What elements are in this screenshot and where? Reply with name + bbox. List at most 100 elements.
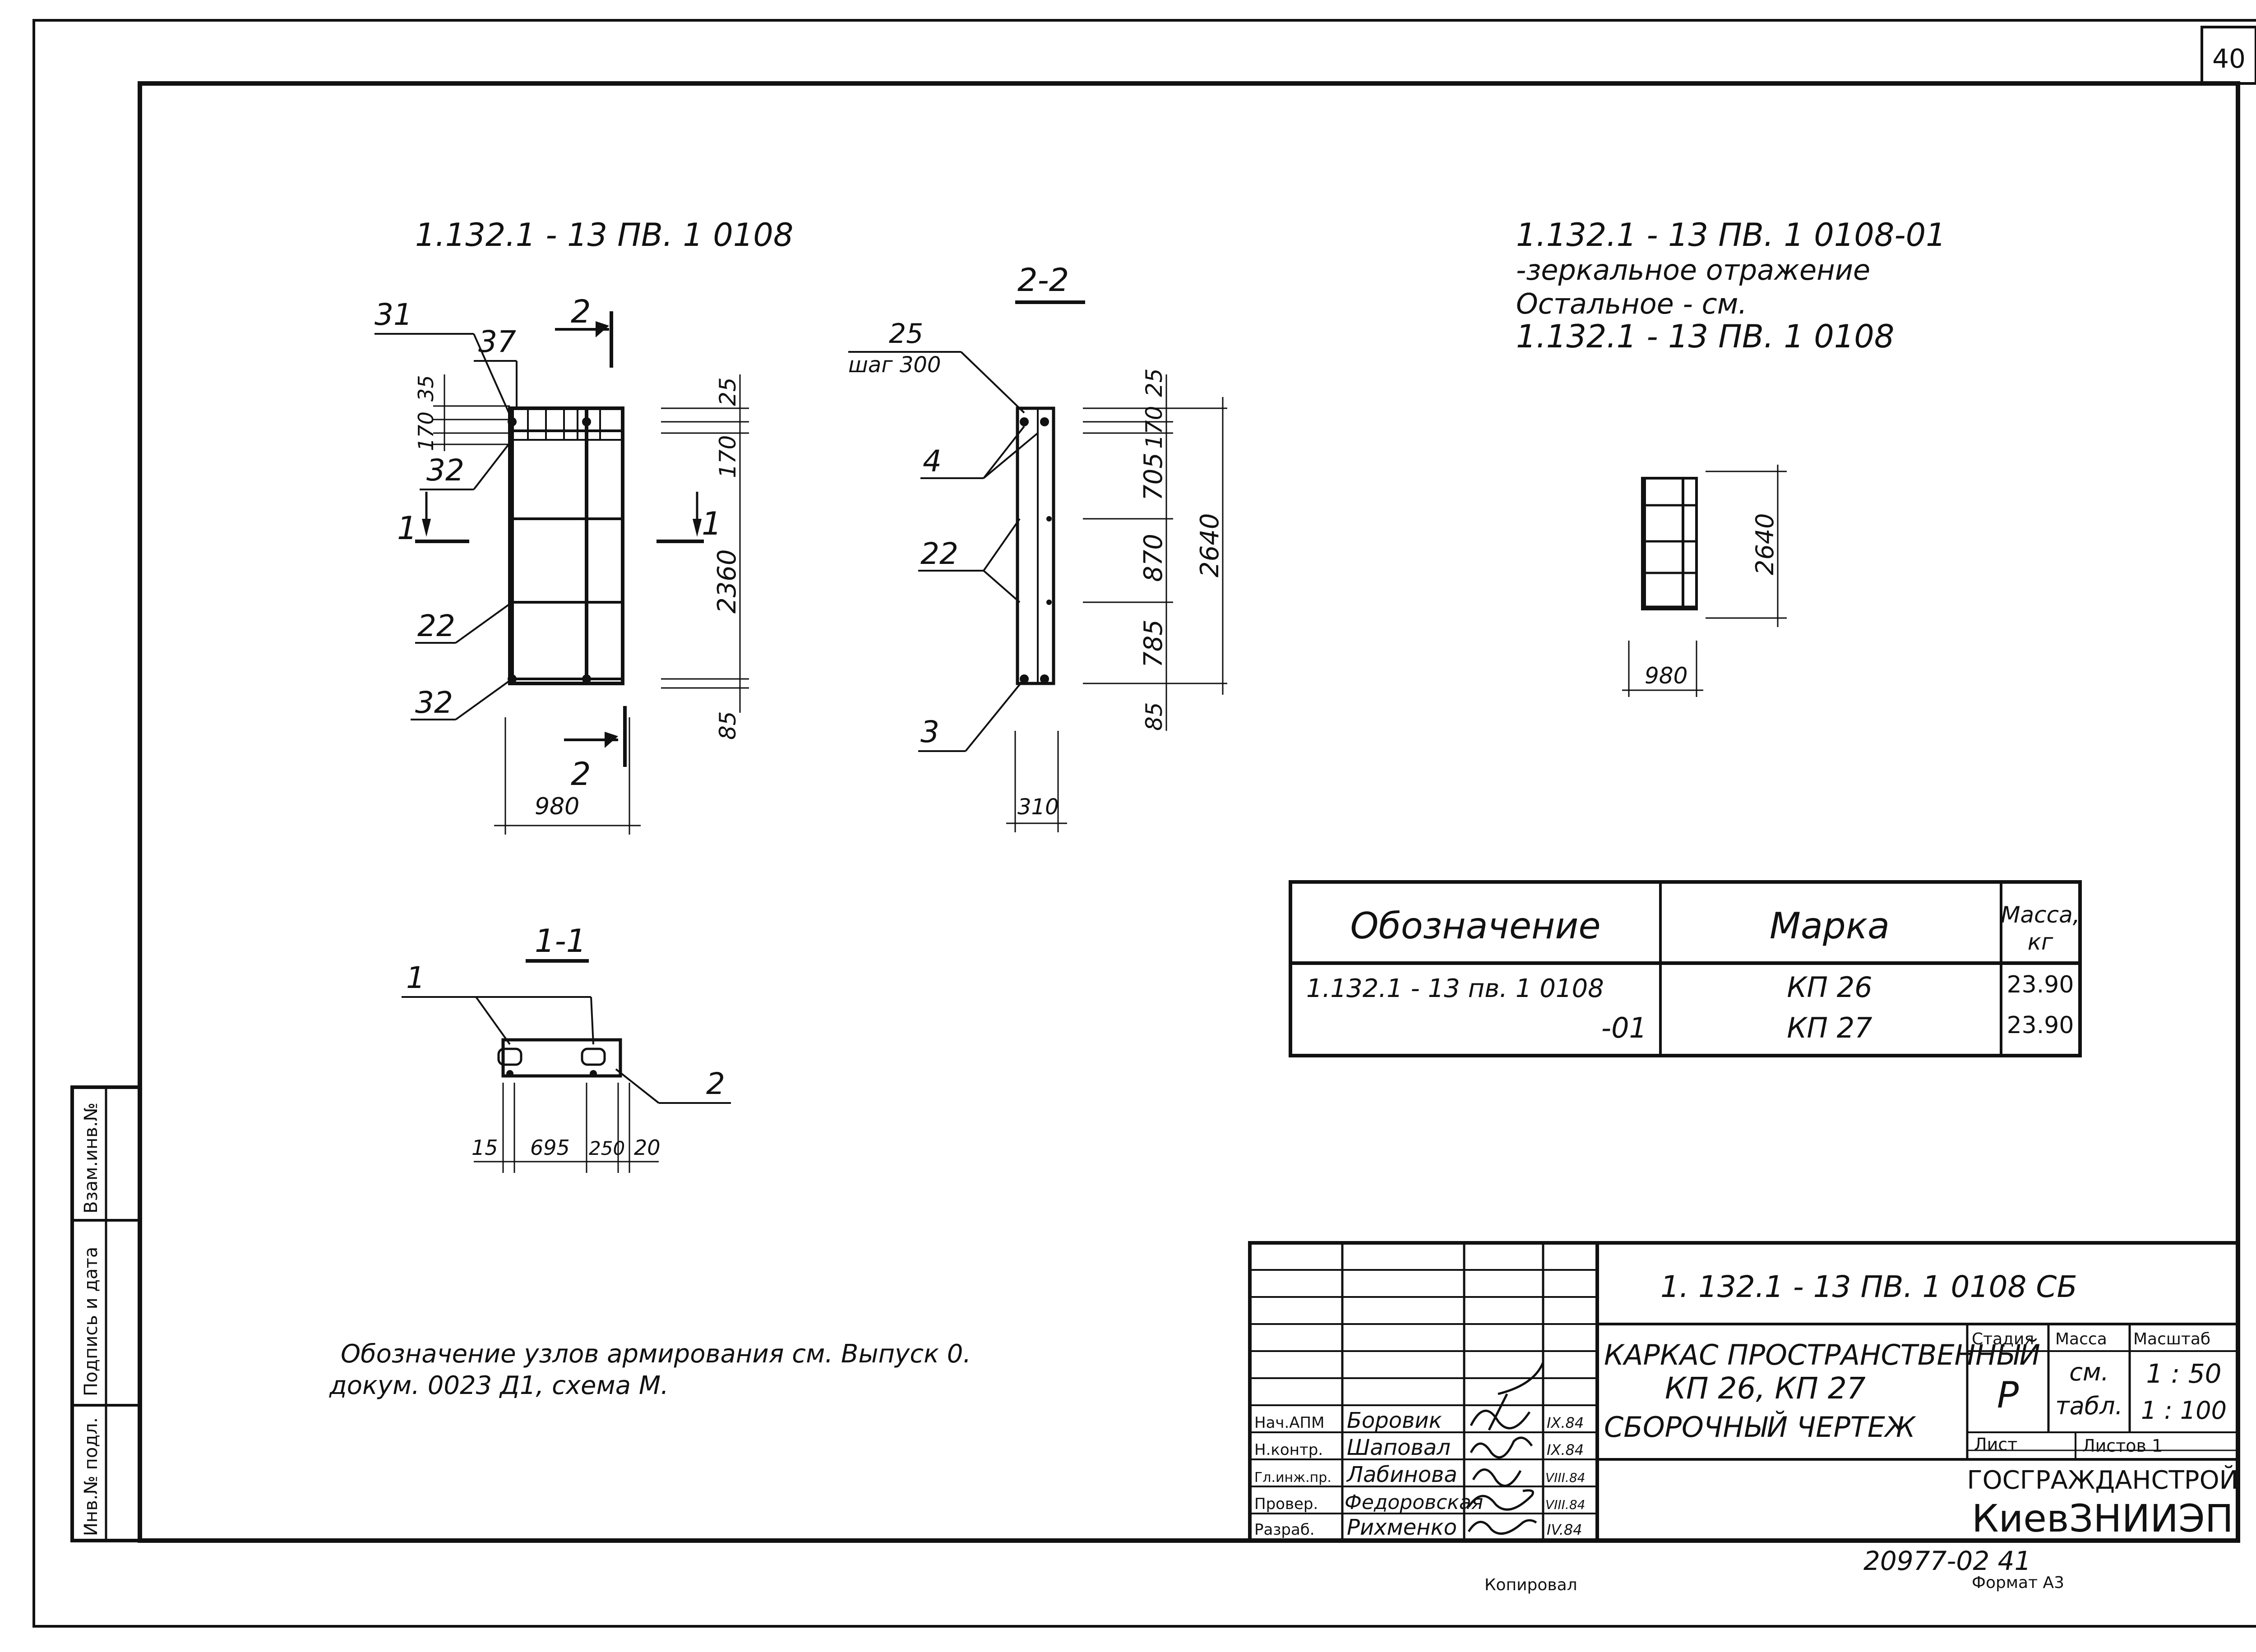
section-2-2: 2-2 25 шаг 300 4 22 3 25 170 [848,262,1227,832]
sig-date-5: IV.84 [1547,1521,1582,1538]
callout-1: 1 [406,960,425,995]
section-2-2-title: 2-2 [1017,262,1069,299]
page-number-box [2201,26,2256,85]
outer-frame [32,19,2256,1628]
callout-3: 3 [920,715,939,749]
table-header-mass: Масса, [2001,902,2080,928]
dim-s11-250: 250 [589,1137,625,1159]
dim-v2-25: 25 [1141,368,1167,397]
sig-role-1: Нач.АПМ [1254,1414,1324,1432]
doc-name-1: КАРКАС ПРОСТРАНСТВЕННЫЙ [1604,1338,2040,1371]
sig-name-1: Боровик [1347,1408,1442,1433]
sig-name-2: Шаповал [1347,1435,1451,1460]
dim-v3-980: 980 [1645,663,1687,689]
stamp-original-inv: Инв.№ подл. [81,1417,102,1536]
variant-note-2: Остальное - см. [1516,287,1747,320]
dim-left-35: 35 [414,375,438,401]
cut-1-left: 1 [397,510,417,547]
dim-left-170: 170 [414,411,438,451]
mass-value-2: табл. [2055,1392,2123,1420]
sig-role-2: Н.контр. [1254,1441,1323,1459]
sig-date-3: VIII.84 [1545,1470,1585,1485]
dim-v2-870: 870 [1139,534,1168,582]
dim-s11-15: 15 [472,1135,498,1160]
table-row2-mass: 23.90 [2007,1012,2074,1039]
footer-copied: Копировал [1484,1576,1577,1594]
sig-role-3: Гл.инж.пр. [1254,1470,1331,1486]
sheet-label: Лист [1974,1435,2017,1454]
stamp-signature-date: Подпись и дата [81,1247,102,1396]
stage-label: Стадия [1972,1330,2034,1348]
callout-step: шаг 300 [848,352,941,378]
sig-role-5: Разраб. [1254,1521,1315,1539]
cut-2-bottom: 2 [571,756,591,793]
front-view: 2 2 1 1 170 35 31 37 32 22 32 [374,293,749,835]
spec-table: Обозначение Марка Масса, кг 1.132.1 - 13… [1289,880,2082,1057]
mass-label: Масса [2055,1330,2107,1348]
cut-2-top: 2 [571,293,591,330]
sig-date-1: IX.84 [1547,1414,1584,1431]
dim-s11-20: 20 [634,1135,661,1160]
callout-31: 31 [374,297,412,332]
title-block: 1. 132.1 - 13 ПВ. 1 0108 СБ КАРКАС ПРОСТ… [1248,1241,2240,1542]
table-row1-designation: 1.132.1 - 13 пв. 1 0108 [1306,974,1604,1003]
sig-name-5: Рихменко [1347,1515,1457,1540]
left-view-designation: 1.132.1 - 13 ПВ. 1 0108 [415,217,793,254]
doc-code: 1. 132.1 - 13 ПВ. 1 0108 СБ [1660,1269,2077,1304]
dim-v2-85: 85 [1141,702,1167,731]
sig-name-4: Федоровская [1345,1491,1483,1514]
dim-v2-310: 310 [1017,794,1059,820]
sig-role-4: Провер. [1254,1495,1318,1513]
dim-v2-170: 170 [1141,406,1167,449]
cut-1-right: 1 [702,505,722,542]
callout-2: 2 [706,1066,725,1101]
dim-v1-170: 170 [715,435,741,478]
callout-22-b: 22 [920,536,958,571]
sheets-label: Листов 1 [2082,1436,2163,1456]
section-1-1-title: 1-1 [535,923,586,960]
signature-scribbles [1467,1362,1544,1535]
callout-32-bottom: 32 [415,685,453,720]
table-row1-mark: КП 26 [1787,971,1872,1004]
doc-name-3: СБОРОЧНЫЙ ЧЕРТЕЖ [1604,1410,1916,1444]
scale-value-2: 1 : 100 [2141,1396,2227,1425]
org-name-2: КиевЗНИИЭП [1972,1496,2233,1541]
dim-v2-785: 785 [1139,619,1168,668]
table-row2-designation: -01 [1601,1011,1647,1044]
dim-v3-2640: 2640 [1751,513,1779,575]
dim-v1-25: 25 [715,377,741,406]
callout-22: 22 [417,609,455,643]
note-line-1: Обозначение узлов армирования см. Выпуск… [341,1339,971,1369]
section-1-1: 1-1 1 2 15 695 250 20 [402,923,731,1173]
table-row1-mass: 23.90 [2007,971,2074,998]
mass-value-1: см. [2069,1358,2109,1386]
table-header-designation: Обозначение [1350,905,1600,947]
callout-32-top: 32 [426,453,464,488]
side-stamp: Взам.инв.№ Подпись и дата Инв.№ подл. [70,1085,142,1542]
dim-v1-980: 980 [535,793,579,820]
inner-frame [138,81,2240,1543]
dim-v2-705: 705 [1139,452,1168,501]
note-line-2: докум. 0023 Д1, схема М. [329,1371,669,1400]
scale-value-1: 1 : 50 [2146,1358,2221,1389]
dim-v1-85: 85 [715,711,741,740]
callout-25: 25 [889,318,923,350]
callout-4: 4 [923,444,942,479]
table-header-mass-unit: кг [2028,929,2053,955]
variant-view: 2640 980 [1622,465,1787,697]
scale-label: Масштаб [2133,1330,2210,1348]
callout-37: 37 [478,324,516,359]
sig-name-3: Лабинова [1346,1462,1457,1487]
variant-designation: 1.132.1 - 13 ПВ. 1 0108-01 [1516,217,1946,254]
page-number: 40 [2212,43,2246,74]
variant-note-1: -зеркальное отражение [1516,254,1870,286]
footer-format: Формат А3 [1972,1574,2064,1592]
doc-name-2: КП 26, КП 27 [1665,1371,1866,1406]
table-row2-mark: КП 27 [1787,1011,1872,1044]
dim-s11-695: 695 [530,1135,570,1160]
sig-date-2: IX.84 [1547,1441,1584,1458]
footer-number: 20977-02 41 [1863,1546,2031,1576]
table-header-mark: Марка [1770,905,1890,947]
sig-date-4: VIII.84 [1545,1497,1585,1512]
